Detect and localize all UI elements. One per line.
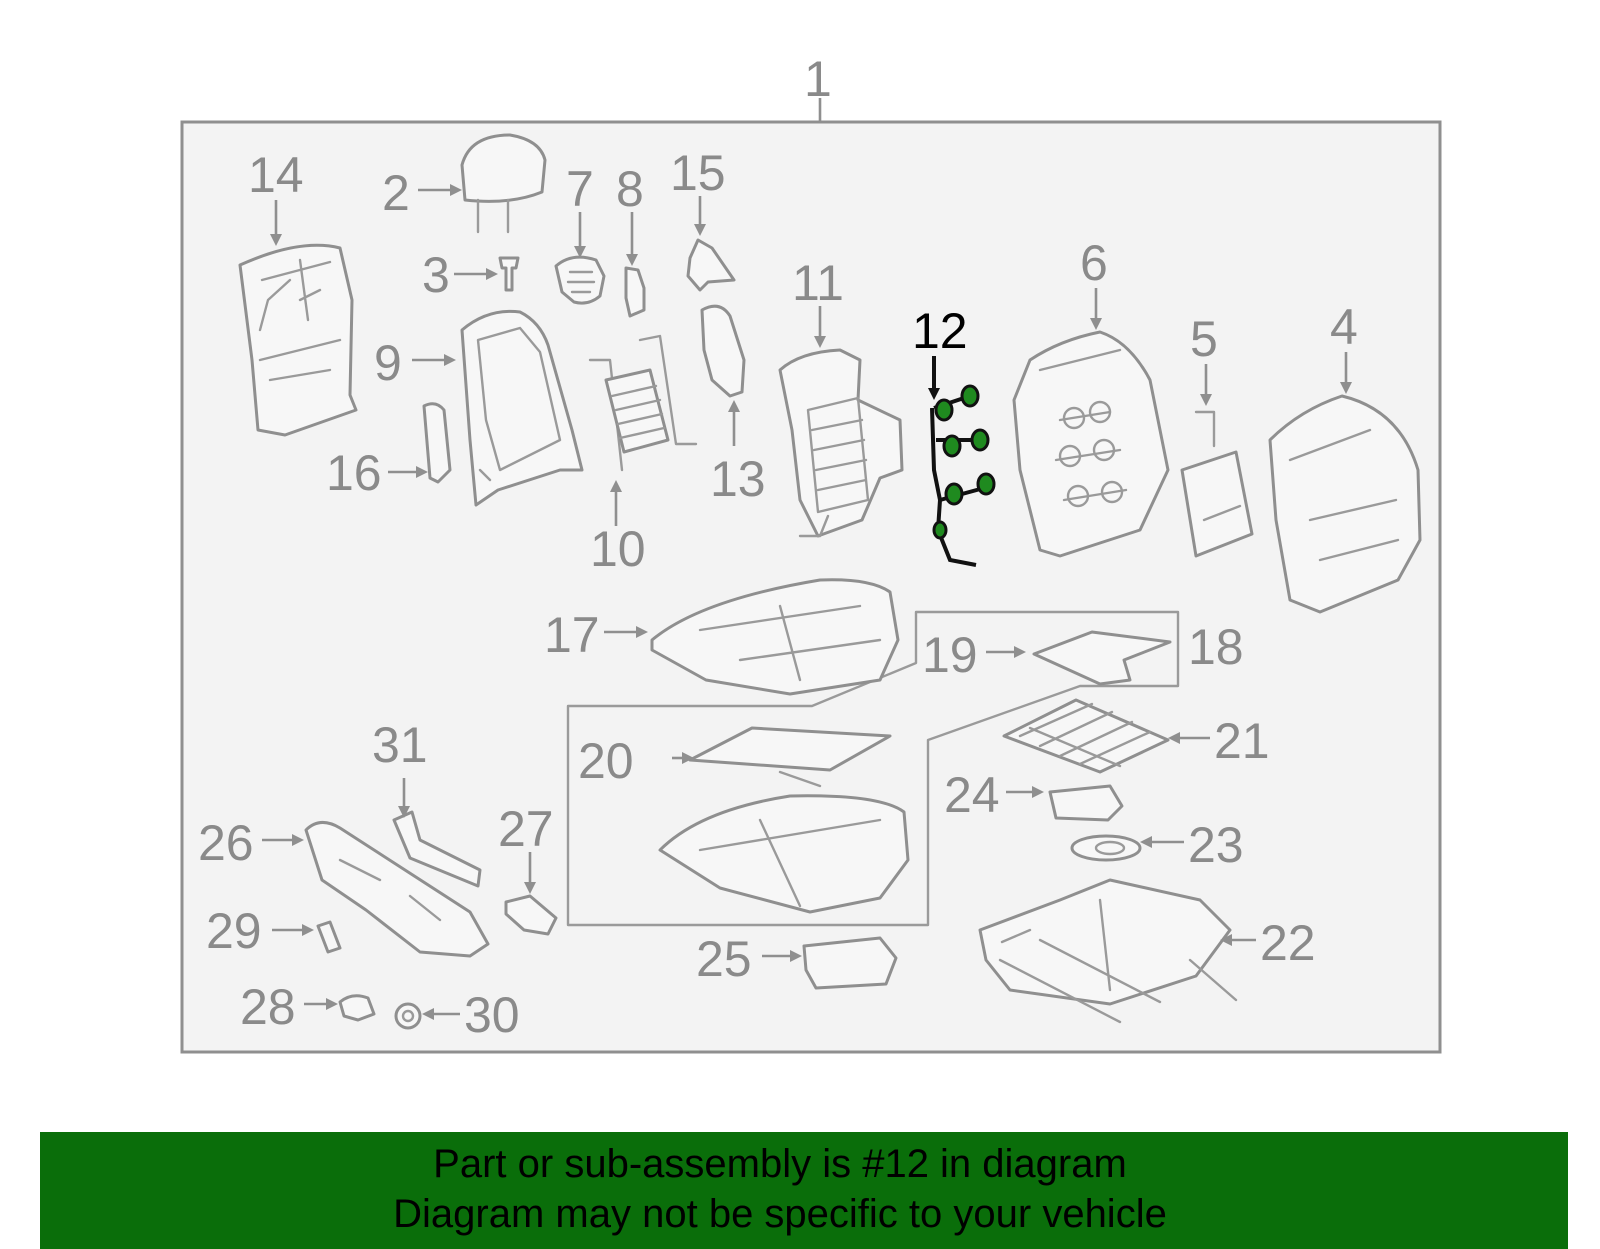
- callout-27: 27: [498, 801, 554, 857]
- callout-29: 29: [206, 903, 262, 959]
- callout-14: 14: [248, 147, 304, 203]
- leader-arrows: [262, 184, 1352, 1020]
- part-13-bolster: [700, 304, 746, 398]
- callout-10: 10: [590, 521, 646, 577]
- callout-13: 13: [710, 451, 766, 507]
- part-19-bracket: [1032, 630, 1172, 686]
- callout-4: 4: [1330, 299, 1358, 355]
- part-28-knob: [338, 994, 376, 1022]
- callout-18: 18: [1188, 619, 1244, 675]
- part-30-clip: [394, 1002, 422, 1030]
- part-23-motor: [1070, 834, 1142, 862]
- callout-11: 11: [792, 255, 844, 311]
- callout-25: 25: [696, 931, 752, 987]
- seat-cushion-foam: [658, 794, 910, 914]
- part-4-seatback-cover: [1268, 394, 1422, 614]
- callout-15: 15: [670, 145, 726, 201]
- callout-19: 19: [922, 627, 978, 683]
- part-9-backrest-frame: [460, 309, 584, 507]
- part-10-lumbar-support: [588, 334, 698, 472]
- cushion-group-outline: [566, 610, 1180, 927]
- callout-7: 7: [566, 161, 594, 217]
- part-7-guide: [554, 255, 606, 305]
- callout-30: 30: [464, 987, 520, 1043]
- callout-8: 8: [616, 161, 644, 217]
- callout-2: 2: [382, 165, 410, 221]
- part-26-side-shield: [304, 821, 490, 958]
- callout-17: 17: [544, 607, 600, 663]
- part-11-seatback-pad: [778, 348, 904, 538]
- part-2-headrest: [460, 133, 547, 234]
- callout-21: 21: [1214, 713, 1270, 769]
- part-31-trim: [392, 810, 482, 888]
- part-15-bracket: [686, 238, 736, 292]
- part-16-side-trim: [422, 402, 452, 484]
- callout-28: 28: [240, 979, 296, 1035]
- callout-24: 24: [944, 767, 1000, 823]
- part-24-module: [1048, 784, 1124, 822]
- callout-26: 26: [198, 815, 254, 871]
- part-8-cover: [624, 266, 646, 318]
- callout-9: 9: [374, 335, 402, 391]
- callout-12: 12: [912, 303, 968, 359]
- callout-6: 6: [1080, 235, 1108, 291]
- part-20-pad: [688, 726, 892, 788]
- callout-20: 20: [578, 733, 634, 789]
- part-17-cushion-cover: [650, 578, 900, 696]
- callout-5: 5: [1190, 311, 1218, 367]
- part-22-seat-adjuster: [978, 878, 1238, 1024]
- part-21-seat-mat: [1002, 698, 1170, 774]
- part-5-heater-pad: [1180, 410, 1254, 558]
- callout-16: 16: [326, 445, 382, 501]
- banner-part-note: Part or sub-assembly is #12 in diagram: [433, 1142, 1127, 1186]
- banner-disclaimer: Diagram may not be specific to your vehi…: [393, 1192, 1167, 1236]
- part-12-wire-harness: [930, 384, 996, 567]
- part-14-back-panel: [238, 243, 358, 437]
- part-29-knob: [316, 920, 342, 954]
- callout-3: 3: [422, 247, 450, 303]
- callout-31: 31: [372, 717, 428, 773]
- callout-22: 22: [1260, 915, 1316, 971]
- callout-23: 23: [1188, 817, 1244, 873]
- part-27-bracket: [504, 894, 558, 936]
- part-6-seatback-cushion: [1012, 330, 1170, 558]
- info-banner: Part or sub-assembly is #12 in diagram D…: [40, 1132, 1568, 1249]
- callout-1: 1: [804, 51, 832, 107]
- part-25-module: [802, 936, 898, 990]
- part-3-bolt: [498, 256, 520, 292]
